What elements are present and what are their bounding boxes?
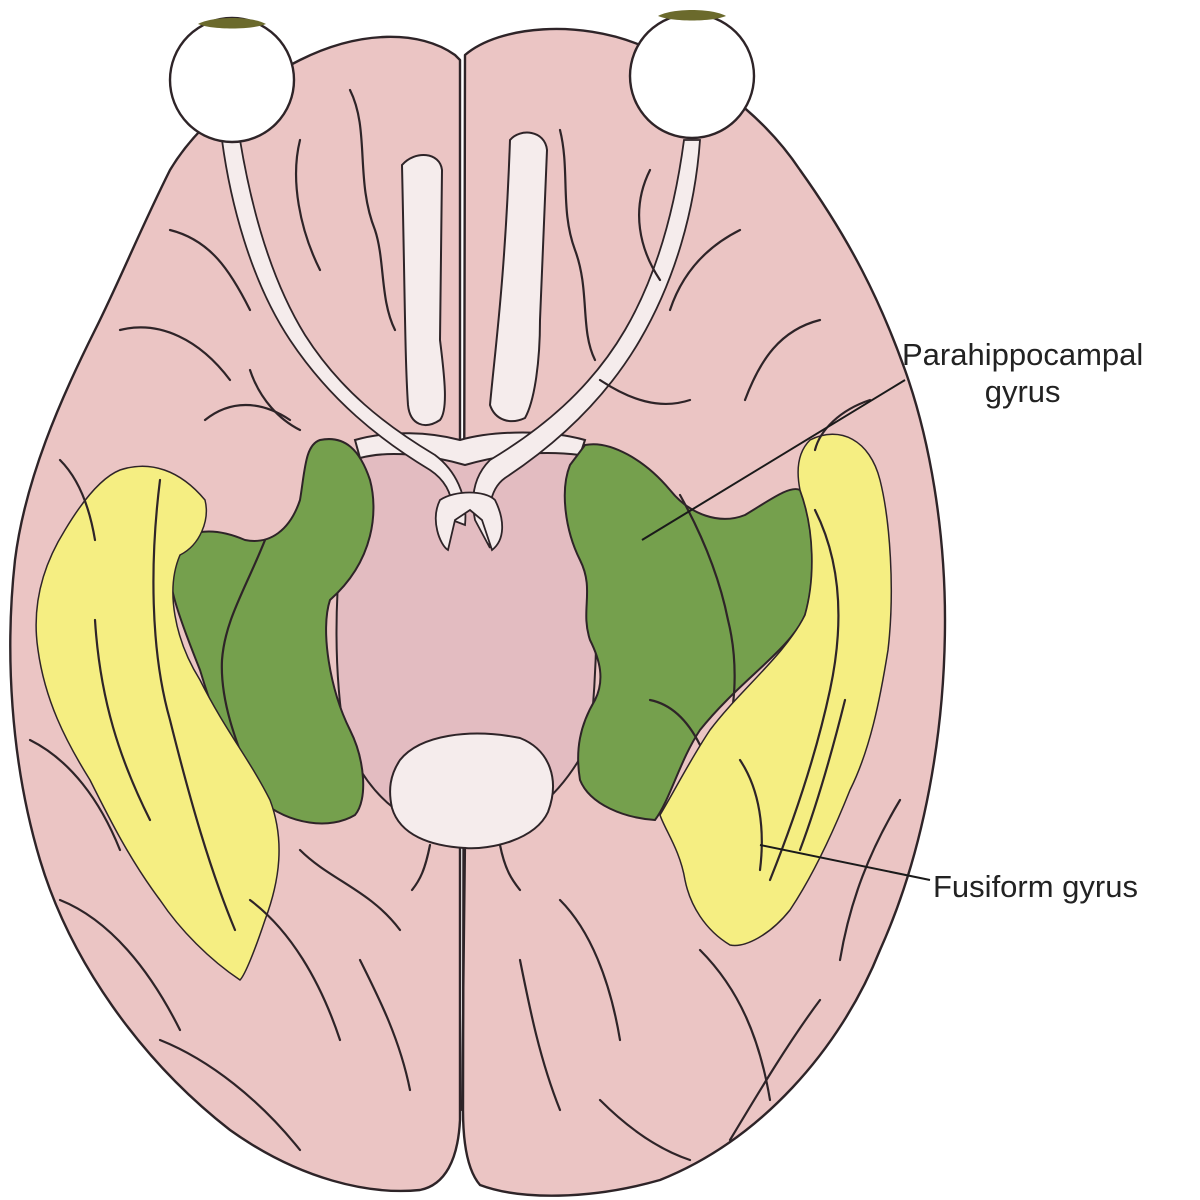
left-optic-nerve	[220, 139, 467, 527]
fusiform-leader-line	[759, 844, 931, 881]
left-pupil	[198, 18, 266, 29]
optic-chiasm	[435, 491, 504, 552]
parahippocampal-label-line1: Parahippocampal	[902, 337, 1144, 372]
right-parahippocampal-gyrus	[563, 443, 813, 822]
parahippocampal-leader-line	[641, 379, 906, 541]
parahippocampal-label-line2: gyrus	[984, 374, 1061, 410]
parahippocampal-gyrus-label: Parahippocampal gyrus	[902, 336, 1143, 410]
right-pupil	[658, 10, 726, 21]
right-eyeball	[628, 12, 756, 140]
right-olfactory-tract	[488, 131, 549, 423]
left-eyeball	[168, 16, 296, 144]
right-optic-nerve	[472, 139, 701, 549]
left-fusiform-gyrus	[35, 465, 280, 981]
cortical-sulci	[28, 88, 902, 1162]
fusiform-gyrus-label: Fusiform gyrus	[933, 869, 1138, 904]
brainstem	[389, 732, 554, 850]
left-olfactory-tract	[400, 154, 446, 426]
